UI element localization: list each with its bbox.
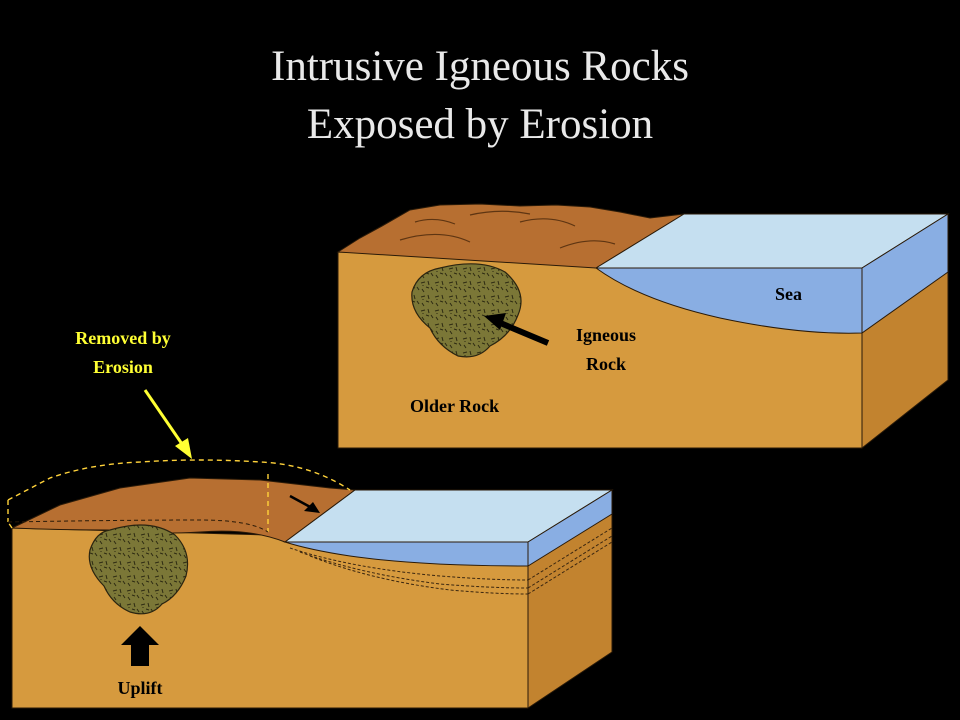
igneous-pointer-arrow [484,313,506,330]
lower-igneous-pluton [88,524,189,615]
upper-sea-front [594,267,863,334]
igneous-rock-label-line-1: Igneous [576,325,636,345]
lower-sea-side [527,489,613,567]
lower-block [7,459,614,709]
uplift-label: Uplift [118,678,163,698]
uplift-arrow [121,626,159,666]
eroded-material-outline [7,459,351,532]
upper-igneous-pluton [411,263,522,358]
upper-sea-side [861,213,949,334]
title-line-1: Intrusive Igneous Rocks [271,43,689,90]
erosion-pointer-arrow [175,438,192,459]
title-line-2: Exposed by Erosion [306,101,654,148]
older-rock-label: Older Rock [410,396,499,416]
igneous-rock-label-line-2: Rock [586,354,626,374]
sea-label: Sea [775,284,802,304]
removed-by-erosion-label-line-2: Erosion [93,357,153,377]
upper-block [336,203,950,450]
lower-sea-front [284,541,529,567]
removed-by-erosion-label-line-1: Removed by [75,328,171,348]
sediment-transport-arrow [304,502,320,513]
slide-title: Intrusive Igneous Rocks Exposed by Erosi… [0,38,960,154]
